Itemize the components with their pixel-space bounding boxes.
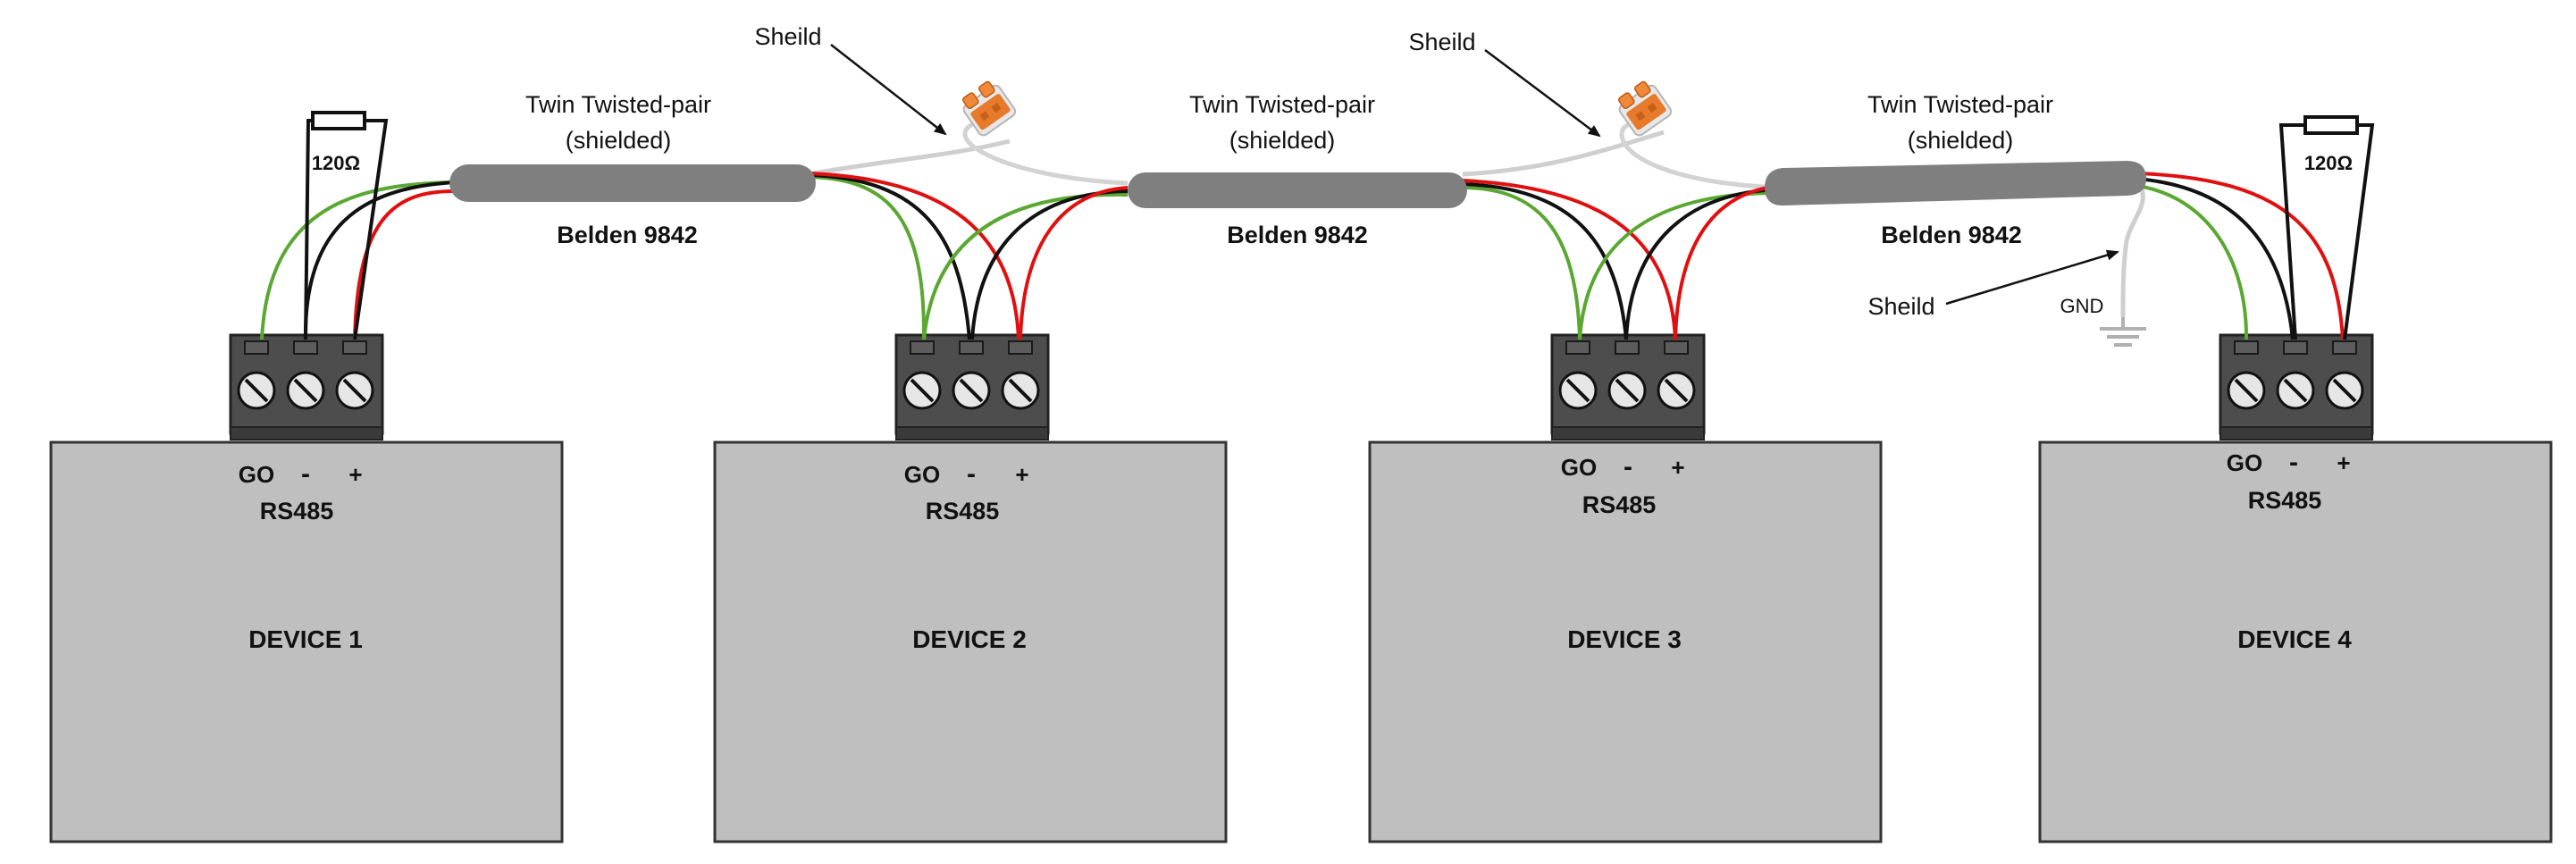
terminal-2-screw-minus (952, 371, 991, 410)
terminal-4-slot-minus (2283, 340, 2308, 355)
device-1-port-label: RS485 (260, 498, 334, 524)
cable-1-type-line1: Twin Twisted-pair (525, 91, 711, 118)
cable-1-type-line2: (shielded) (566, 127, 672, 154)
terminal-4-slot-go (2234, 340, 2259, 355)
shield-arrow-1 (830, 44, 947, 136)
device-4-port-label: RS485 (2248, 487, 2322, 514)
device-3: GO - + RS485 DEVICE 3 (1368, 440, 1883, 843)
device-1-name: DEVICE 1 (248, 625, 363, 653)
device-4-pin-go: GO (2227, 449, 2262, 476)
device-1-pin-plus: + (348, 461, 362, 488)
device-1-pin-minus: - (301, 459, 310, 489)
terminal-block-2 (894, 333, 1050, 440)
shield-wire-5 (2120, 180, 2145, 318)
cable-1-model: Belden 9842 (557, 222, 698, 248)
terminal-3-slot-plus (1664, 340, 1689, 355)
terminal-1-slot-minus (293, 340, 318, 355)
device-3-port-label: RS485 (1582, 491, 1657, 518)
resistor-4-body (2303, 115, 2359, 135)
cable-1-wires (260, 172, 1020, 340)
shield-label-1: Sheild (754, 23, 821, 50)
device-2-name: DEVICE 2 (912, 625, 1027, 653)
cable-2-jacket (1128, 172, 1467, 208)
device-3-pin-plus: + (1671, 454, 1684, 481)
terminal-3-screw-plus (1657, 371, 1696, 410)
device-4: GO - + RS485 DEVICE 4 (2038, 440, 2553, 843)
device-4-pin-plus: + (2337, 449, 2350, 476)
terminator-4-label: 120Ω (2304, 152, 2353, 174)
terminal-3-screw-go (1558, 371, 1598, 410)
terminal-4-screw-minus (2276, 371, 2315, 410)
terminal-3-slot-go (1565, 340, 1590, 355)
shield-connector-2 (1617, 80, 1673, 137)
device-4-pin-minus: - (2289, 448, 2298, 477)
shield-connector-1 (961, 80, 1017, 137)
device-2: GO - + RS485 DEVICE 2 (713, 440, 1228, 843)
cable-3-jacket (1765, 161, 2146, 206)
terminal-block-1 (229, 333, 384, 440)
cable-1-jacket (449, 164, 816, 202)
cable-2-type-line1: Twin Twisted-pair (1189, 91, 1375, 118)
terminal-2-slot-plus (1008, 340, 1033, 355)
terminal-1-screw-go (237, 371, 276, 410)
terminal-4-screw-go (2227, 371, 2266, 410)
terminal-3-slot-minus (1615, 340, 1640, 355)
terminal-3-screw-minus (1607, 371, 1647, 410)
device-2-pin-go: GO (904, 461, 940, 488)
terminal-block-3 (1550, 333, 1706, 440)
device-3-pin-go: GO (1561, 454, 1597, 481)
device-2-pin-minus: - (967, 459, 976, 489)
terminator-1-label: 120Ω (312, 152, 360, 174)
cable-3-type-line2: (shielded) (1908, 127, 2014, 154)
device-1-box (49, 440, 564, 843)
device-3-name: DEVICE 3 (1567, 625, 1682, 653)
cable-2-wires (922, 179, 1677, 340)
terminal-2-slot-minus (959, 340, 984, 355)
terminal-2-slot-go (910, 340, 935, 355)
device-1: GO - + RS485 DEVICE 1 (49, 440, 564, 843)
device-2-box (713, 440, 1228, 843)
cable-2-model: Belden 9842 (1227, 222, 1368, 248)
device-4-box (2038, 440, 2553, 843)
shield-wire-3 (1462, 130, 1665, 177)
terminator-resistor-1 (304, 111, 389, 340)
ground-label: GND (2060, 295, 2104, 317)
device-3-box (1368, 440, 1883, 843)
cable-3-wires (1578, 172, 2345, 340)
terminal-4-screw-plus (2325, 371, 2364, 410)
shield-label-2: Sheild (1408, 29, 1475, 55)
device-1-pin-go: GO (239, 461, 274, 488)
device-4-name: DEVICE 4 (2237, 625, 2352, 653)
device-2-pin-plus: + (1015, 461, 1028, 488)
cable-3-model: Belden 9842 (1881, 222, 2022, 248)
terminal-1-slot-go (244, 340, 269, 355)
terminal-2-screw-go (902, 371, 942, 410)
shield-wire-1 (808, 138, 1011, 177)
terminal-2-screw-plus (1001, 371, 1040, 410)
terminal-1-screw-minus (286, 371, 325, 410)
shield-arrow-3 (1945, 249, 2119, 306)
cable-3-type-line1: Twin Twisted-pair (1867, 91, 2053, 118)
shield-arrow-2 (1484, 49, 1601, 138)
terminal-4-slot-plus (2332, 340, 2357, 355)
cable-2-type-line2: (shielded) (1229, 127, 1336, 154)
device-2-port-label: RS485 (926, 498, 1000, 524)
terminal-1-slot-plus (342, 340, 367, 355)
shield-label-3: Sheild (1867, 293, 1934, 320)
terminator-resistor-4 (2278, 115, 2375, 340)
ground-symbol (2100, 317, 2146, 347)
resistor-1-body (311, 111, 366, 130)
terminal-1-screw-plus (335, 371, 374, 410)
terminal-block-4 (2219, 333, 2374, 440)
device-3-pin-minus: - (1624, 452, 1632, 482)
